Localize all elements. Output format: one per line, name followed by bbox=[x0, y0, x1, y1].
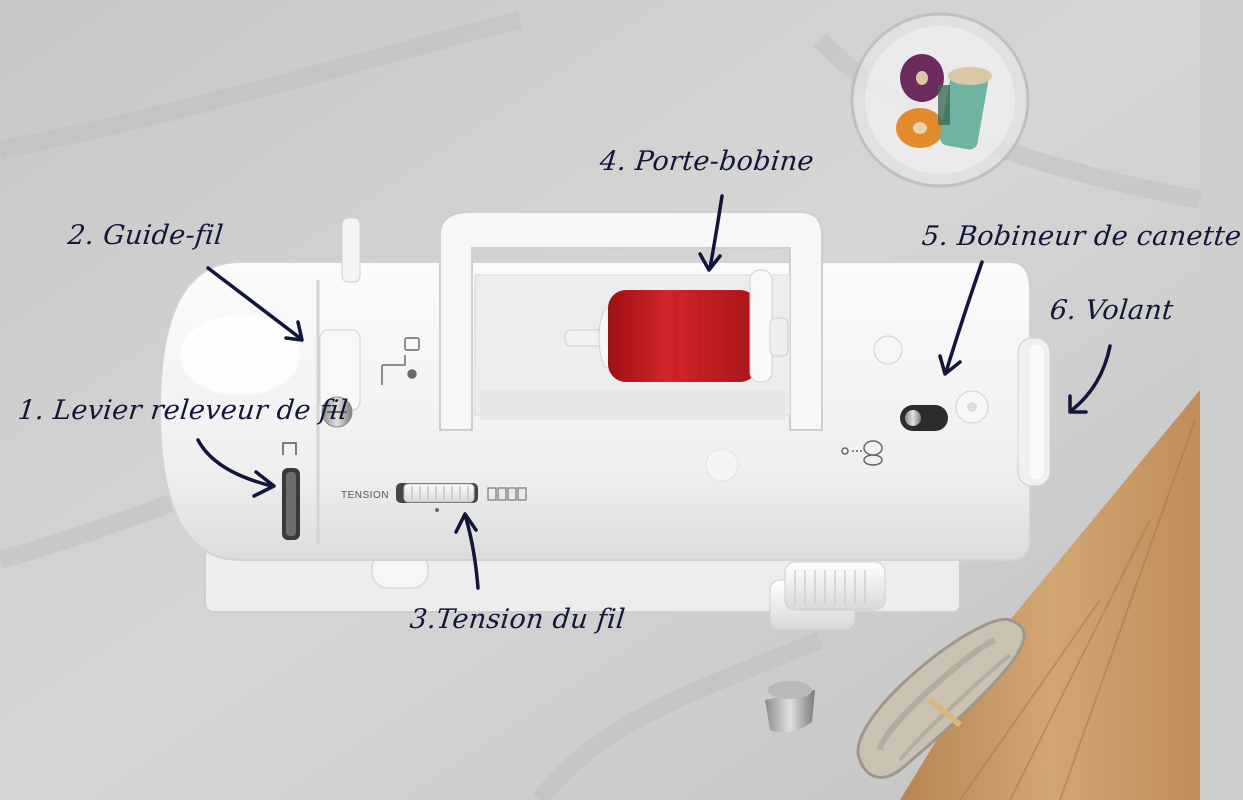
arrow-spool-head bbox=[698, 252, 722, 272]
arrow-lever-head bbox=[252, 470, 276, 498]
callout-spool-pin-label: 4. Porte-bobine bbox=[598, 146, 816, 177]
take-up-lever[interactable] bbox=[282, 442, 300, 540]
arrow-guide-head bbox=[284, 320, 304, 342]
bobbin-winder[interactable] bbox=[900, 390, 989, 431]
callout-winder-label: 5. Bobineur de canette bbox=[920, 221, 1243, 252]
thread-guide[interactable] bbox=[319, 217, 361, 428]
tape-measure bbox=[856, 617, 1026, 779]
handwheel[interactable] bbox=[1017, 337, 1051, 487]
arrow-handwheel bbox=[1070, 344, 1112, 412]
wood-grain bbox=[959, 419, 1196, 800]
red-thread-spool bbox=[564, 269, 789, 383]
callout-arrows bbox=[196, 194, 1112, 590]
callout-lever-label: 1. Levier releveur de fil bbox=[16, 395, 350, 426]
head-highlight bbox=[180, 315, 300, 395]
arrow-spool bbox=[708, 194, 724, 270]
arrow-handwheel-head bbox=[1068, 394, 1088, 414]
tension-text: TENSION bbox=[341, 490, 389, 501]
sewing-machine-photo: TENSION bbox=[0, 0, 1202, 800]
thread-jar bbox=[850, 12, 1030, 188]
top-cap bbox=[873, 335, 903, 365]
threading-marks bbox=[381, 337, 420, 385]
arrow-lever bbox=[196, 438, 274, 488]
callout-handwheel-label: 6. Volant bbox=[1048, 295, 1175, 326]
body-cap bbox=[705, 448, 739, 482]
tension-scale bbox=[487, 487, 527, 501]
stitch-selector-knob[interactable] bbox=[769, 561, 886, 631]
arrow-guide bbox=[206, 266, 302, 340]
arrow-tension-head bbox=[454, 512, 478, 534]
arrow-winder-head bbox=[938, 354, 962, 376]
callout-tension-label: 3.Tension du fil bbox=[408, 604, 627, 635]
thimble bbox=[765, 681, 815, 733]
arrow-tension bbox=[464, 516, 480, 590]
callout-guide-label: 2. Guide-fil bbox=[66, 220, 225, 251]
tension-dial[interactable] bbox=[396, 483, 478, 512]
arrow-winder bbox=[944, 260, 984, 374]
carry-handle[interactable] bbox=[439, 211, 823, 431]
bobbin-symbol bbox=[841, 440, 883, 466]
